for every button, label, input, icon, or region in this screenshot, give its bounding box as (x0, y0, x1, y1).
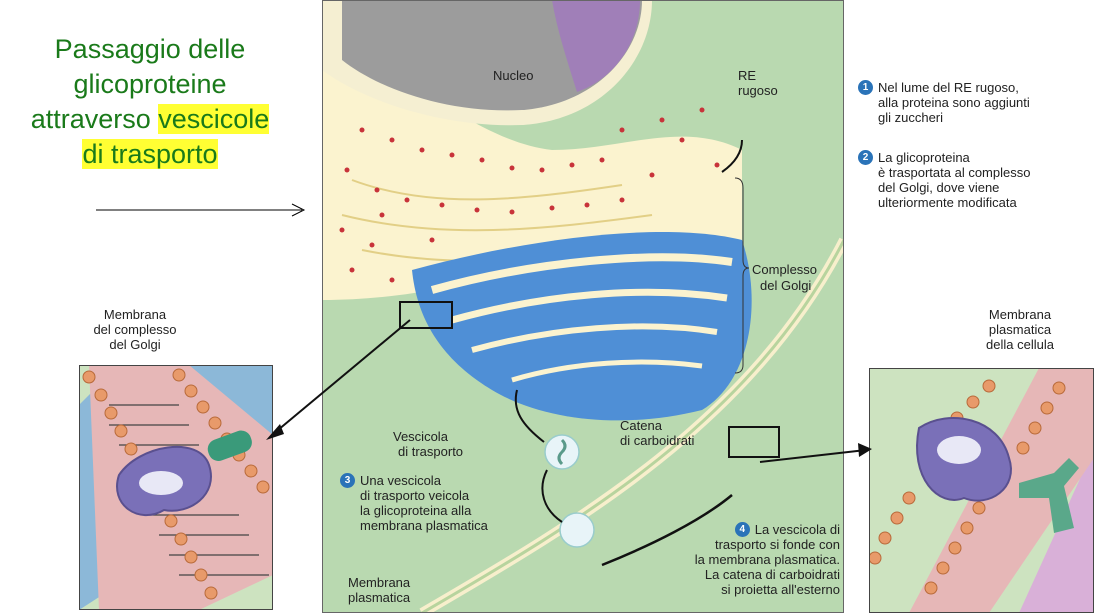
plasma-membrane-inset (869, 368, 1094, 613)
step-3-line-3: la glicoproteina alla (360, 503, 472, 518)
label-golgi-2: del Golgi (760, 278, 812, 293)
step-4-line-3: la membrana plasmatica. (694, 552, 840, 567)
title-line-2: glicoproteine (73, 69, 227, 99)
golgi-zoom-box (399, 301, 453, 329)
fusing-vesicle (559, 512, 595, 548)
step-4-line-1: La vescicola di (754, 522, 840, 537)
step-1-line-3: gli zuccheri (878, 110, 944, 125)
step-2-line-3: del Golgi, dove viene (878, 180, 1000, 195)
title-pointer-arrow (96, 203, 306, 217)
title-line-1: Passaggio delle (54, 34, 246, 64)
phospholipid-heads-right (869, 379, 1066, 595)
step-2-line-4: ulteriormente modificata (878, 195, 1017, 210)
step-4-line-4: La catena di carboidrati (704, 567, 840, 582)
carbohydrate-chain-right (1019, 458, 1079, 533)
label-nucleo: Nucleo (493, 68, 534, 83)
step-3: 3 Una vescicola di trasporto veicola la … (340, 473, 488, 533)
label-mem-golgi-2: del complesso (93, 322, 177, 337)
step-4-badge: 4 (734, 522, 750, 537)
label-mem-cell-3: della cellula (986, 337, 1054, 352)
nucleolus (552, 0, 640, 92)
label-mem-plasm-1: Membrana (348, 575, 411, 590)
golgi-membrane-inset (79, 365, 273, 610)
label-mem-golgi-1: Membrana (103, 307, 167, 322)
label-mem-cell-2: plasmatica (988, 322, 1052, 337)
ribosomes (339, 107, 720, 283)
step-1-badge: 1 (858, 80, 873, 95)
step-3-line-1: Una vescicola (360, 473, 441, 488)
step-4-line-2: trasporto si fonde con (714, 537, 840, 552)
label-golgi-1: Complesso (752, 262, 818, 277)
label-re-2: rugoso (738, 83, 778, 98)
step-1-line-2: alla proteina sono aggiunti (878, 95, 1030, 110)
step-1-line-1: Nel lume del RE rugoso, (878, 80, 1019, 95)
label-re-1: RE (738, 68, 757, 83)
title-line-3-plain: attraverso (30, 104, 159, 134)
label-catena-1: Catena (620, 418, 662, 433)
step-3-line-2: di trasporto veicola (360, 488, 470, 503)
title-highlight-trasporto: di trasporto (82, 139, 218, 169)
label-vescicola-1: Vescicola (393, 429, 448, 444)
step-2-badge: 2 (858, 150, 873, 165)
title-line-4: di trasporto (0, 137, 300, 172)
title-highlight-vescicole: vescicole (158, 104, 270, 134)
slide-title: Passaggio delle glicoproteine attraverso… (0, 32, 300, 172)
step-2-line-1: La glicoproteina (878, 150, 970, 165)
label-mem-golgi-3: del Golgi (109, 337, 161, 352)
step-4-line-5: si proietta all'esterno (721, 582, 840, 597)
step-3-badge: 3 (340, 473, 355, 488)
label-mem-plasm-2: plasmatica (348, 590, 411, 605)
label-vescicola-2: di trasporto (398, 444, 464, 459)
cell-diagram (322, 0, 844, 613)
step-3-line-4: membrana plasmatica (360, 518, 488, 533)
membrane-zoom-box (728, 426, 780, 458)
carbohydrate-chain (207, 430, 252, 461)
step-2: 2 La glicoproteina è trasportata al comp… (858, 150, 1030, 210)
label-catena-2: di carboidrati (620, 433, 695, 448)
step-2-line-2: è trasportata al complesso (878, 165, 1031, 180)
label-mem-cell-1: Membrana (988, 307, 1052, 322)
step-1: 1 Nel lume del RE rugoso, alla proteina … (858, 80, 1030, 125)
golgi-complex (412, 231, 752, 421)
title-line-3: attraverso vescicole (0, 102, 300, 137)
